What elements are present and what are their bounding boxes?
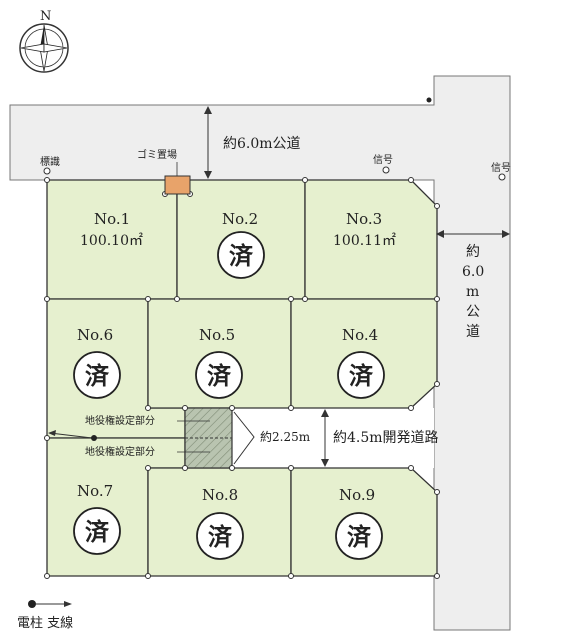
lot-4-number: No.4	[342, 326, 378, 344]
sold-mark-lot-2: 済	[217, 231, 265, 279]
sign-label: 標識	[40, 155, 60, 168]
lot-2-number: No.2	[222, 210, 258, 228]
svg-text:済: 済	[85, 517, 110, 546]
boundary-points	[44, 177, 440, 579]
easement-label-2: 地役権設定部分	[85, 445, 155, 458]
lot-3-number: No.3	[346, 210, 382, 228]
compass-icon: N	[19, 9, 69, 73]
easement-width-indicator	[233, 411, 255, 465]
lot-1-number: No.1	[94, 210, 130, 228]
dev-road-dimension	[321, 409, 329, 467]
svg-text:m: m	[466, 284, 479, 300]
sold-markers: 済 済 済 済 済 済 済	[73, 231, 385, 560]
svg-text:公: 公	[466, 304, 480, 320]
utility-pole-guywire	[48, 430, 97, 441]
sold-mark-lot-4: 済	[337, 351, 385, 399]
svg-text:済: 済	[85, 361, 110, 390]
top-road-label: 約6.0m公道	[223, 136, 301, 152]
right-road-label: 約 6.0 m 公 道	[462, 244, 484, 340]
easement-label-1: 地役権設定部分	[85, 414, 155, 427]
lot-3[interactable]	[304, 179, 438, 300]
garbage-station-label: ゴミ置場	[137, 148, 177, 161]
lot-9-number: No.9	[339, 486, 375, 504]
utility-pole-top	[426, 97, 432, 103]
lot-3-area: 100.11㎡	[333, 233, 396, 249]
top-road-dimension	[204, 106, 212, 179]
lot-7-number: No.7	[77, 482, 113, 500]
legend-text: 電柱 支線	[17, 615, 73, 631]
signal-marker-2: 信号	[491, 162, 511, 181]
lot-1-area: 100.10㎡	[80, 233, 143, 249]
garbage-station	[164, 175, 191, 195]
compass-north-label: N	[40, 9, 51, 24]
sold-mark-lot-9: 済	[335, 512, 383, 560]
lot-5-number: No.5	[199, 326, 235, 344]
svg-text:6.0: 6.0	[462, 264, 484, 280]
svg-text:済: 済	[349, 361, 374, 390]
development-road	[232, 408, 434, 468]
easement-width-label: 約2.25m	[260, 429, 311, 444]
lot-6-number: No.6	[77, 326, 113, 344]
dev-road-label: 約4.5m開発道路	[333, 430, 439, 446]
right-road-dimension	[436, 230, 510, 238]
svg-text:済: 済	[208, 522, 233, 551]
sold-mark-lot-5: 済	[195, 351, 243, 399]
svg-text:約: 約	[466, 244, 480, 260]
svg-text:済: 済	[229, 241, 254, 270]
sign-marker: 標識	[40, 155, 60, 175]
svg-text:済: 済	[207, 361, 232, 390]
lot-8-number: No.8	[202, 486, 238, 504]
signal-label-2: 信号	[491, 162, 511, 174]
svg-text:済: 済	[347, 522, 372, 551]
utility-pole-legend-icon	[28, 600, 36, 608]
svg-text:道: 道	[466, 324, 480, 340]
sold-mark-lot-8: 済	[196, 512, 244, 560]
legend: 電柱 支線	[17, 600, 73, 631]
sold-mark-lot-7: 済	[73, 507, 121, 555]
signal-label-1: 信号	[373, 154, 393, 166]
signal-marker-1: 信号	[373, 154, 393, 174]
lot-labels: No.1 100.10㎡ No.2 No.3 100.11㎡ No.6 No.5…	[77, 210, 396, 504]
sold-mark-lot-6: 済	[73, 351, 121, 399]
